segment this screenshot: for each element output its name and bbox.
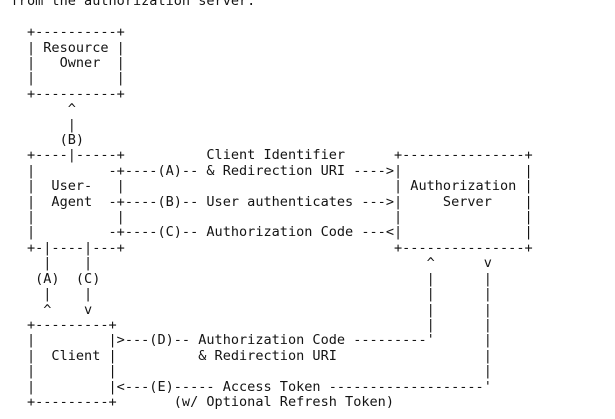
text-content: from the authorization server. +--------… (3, 0, 533, 410)
oauth-authorization-code-flow-diagram: +----------+ | Resource | | Owner | | | … (26, 24, 533, 410)
body-text-line-partial: from the authorization server. (2, 0, 256, 10)
